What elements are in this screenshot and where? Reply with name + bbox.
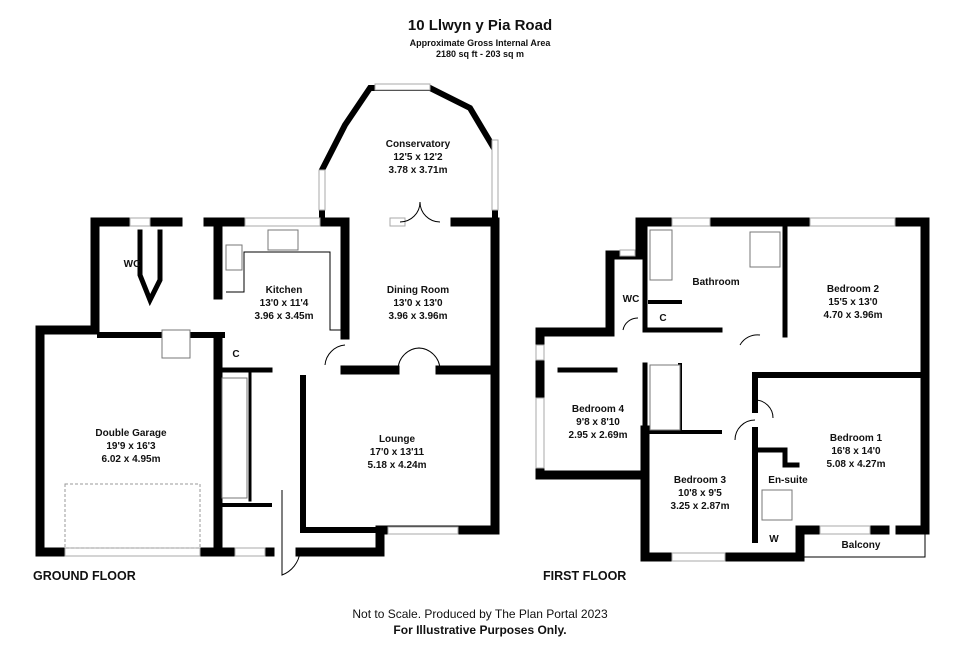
room-imperial: 13'0 x 11'4: [259, 298, 309, 309]
room-conservatory: Conservatory 12'5 x 12'2 3.78 x 3.71m: [386, 138, 450, 177]
room-imperial: 13'0 x 13'0: [393, 298, 443, 309]
room-bedroom-3: Bedroom 3 10'8 x 9'5 3.25 x 2.87m: [671, 474, 730, 513]
gross-area: 2180 sq ft - 203 sq m: [435, 49, 525, 59]
room-cupboard-first: C: [659, 313, 667, 324]
room-cupboard-ground: C: [232, 349, 240, 360]
room-metric: 2.95 x 2.69m: [568, 430, 628, 441]
room-bedroom-2: Bedroom 2 15'5 x 13'0 4.70 x 3.96m: [824, 283, 883, 322]
ground-floor-walls: [35, 83, 500, 576]
room-metric: 5.18 x 4.24m: [367, 460, 427, 471]
room-bedroom-4: Bedroom 4 9'8 x 8'10 2.95 x 2.69m: [569, 403, 628, 442]
room-bedroom-1: Bedroom 1 16'8 x 14'0 5.08 x 4.27m: [827, 432, 886, 471]
room-name: Kitchen: [265, 285, 303, 296]
room-name: Bedroom 4: [571, 404, 625, 415]
room-imperial: 16'8 x 14'0: [831, 446, 881, 457]
room-name: Dining Room: [386, 285, 450, 296]
first-floor-label: FIRST FLOOR: [543, 569, 627, 583]
area-subtitle: Approximate Gross Internal Area: [409, 38, 551, 48]
room-wc-ground: WC: [123, 259, 141, 270]
room-metric: 3.78 x 3.71m: [388, 165, 448, 176]
room-name: Bedroom 1: [829, 433, 883, 444]
room-metric: 6.02 x 4.95m: [101, 454, 161, 465]
room-metric: 3.96 x 3.96m: [388, 311, 448, 322]
room-name: Bedroom 2: [826, 284, 880, 295]
room-imperial: 10'8 x 9'5: [678, 488, 722, 499]
room-metric: 3.25 x 2.87m: [670, 501, 730, 512]
room-bathroom: Bathroom: [692, 277, 740, 288]
property-title: 10 Llwyn y Pia Road: [407, 17, 553, 34]
room-kitchen: Kitchen 13'0 x 11'4 3.96 x 3.45m: [255, 284, 314, 323]
room-metric: 4.70 x 3.96m: [823, 310, 883, 321]
room-name: Bedroom 3: [673, 475, 727, 486]
ground-floor-label: GROUND FLOOR: [33, 569, 136, 583]
room-imperial: 19'9 x 16'3: [106, 441, 156, 452]
room-name: Lounge: [378, 434, 416, 445]
room-dining-room: Dining Room 13'0 x 13'0 3.96 x 3.96m: [387, 284, 449, 323]
room-imperial: 12'5 x 12'2: [393, 152, 443, 163]
footer-disclaimer: Not to Scale. Produced by The Plan Porta…: [352, 607, 608, 621]
room-name: Conservatory: [385, 139, 451, 150]
room-imperial: 15'5 x 13'0: [828, 297, 878, 308]
room-ensuite: En-suite: [768, 475, 808, 486]
room-balcony: Balcony: [841, 540, 881, 551]
room-double-garage: Double Garage 19'9 x 16'3 6.02 x 4.95m: [95, 427, 166, 466]
room-lounge: Lounge 17'0 x 13'11 5.18 x 4.24m: [368, 433, 427, 472]
footer-illustrative: For Illustrative Purposes Only.: [393, 623, 567, 637]
room-wc-first: WC: [622, 294, 640, 305]
first-floor-walls: [535, 217, 930, 562]
room-metric: 3.96 x 3.45m: [254, 311, 314, 322]
room-name: Double Garage: [95, 428, 167, 439]
room-metric: 5.08 x 4.27m: [826, 459, 886, 470]
room-imperial: 9'8 x 8'10: [576, 417, 620, 428]
room-imperial: 17'0 x 13'11: [369, 447, 425, 458]
room-wardrobe: W: [769, 534, 779, 545]
